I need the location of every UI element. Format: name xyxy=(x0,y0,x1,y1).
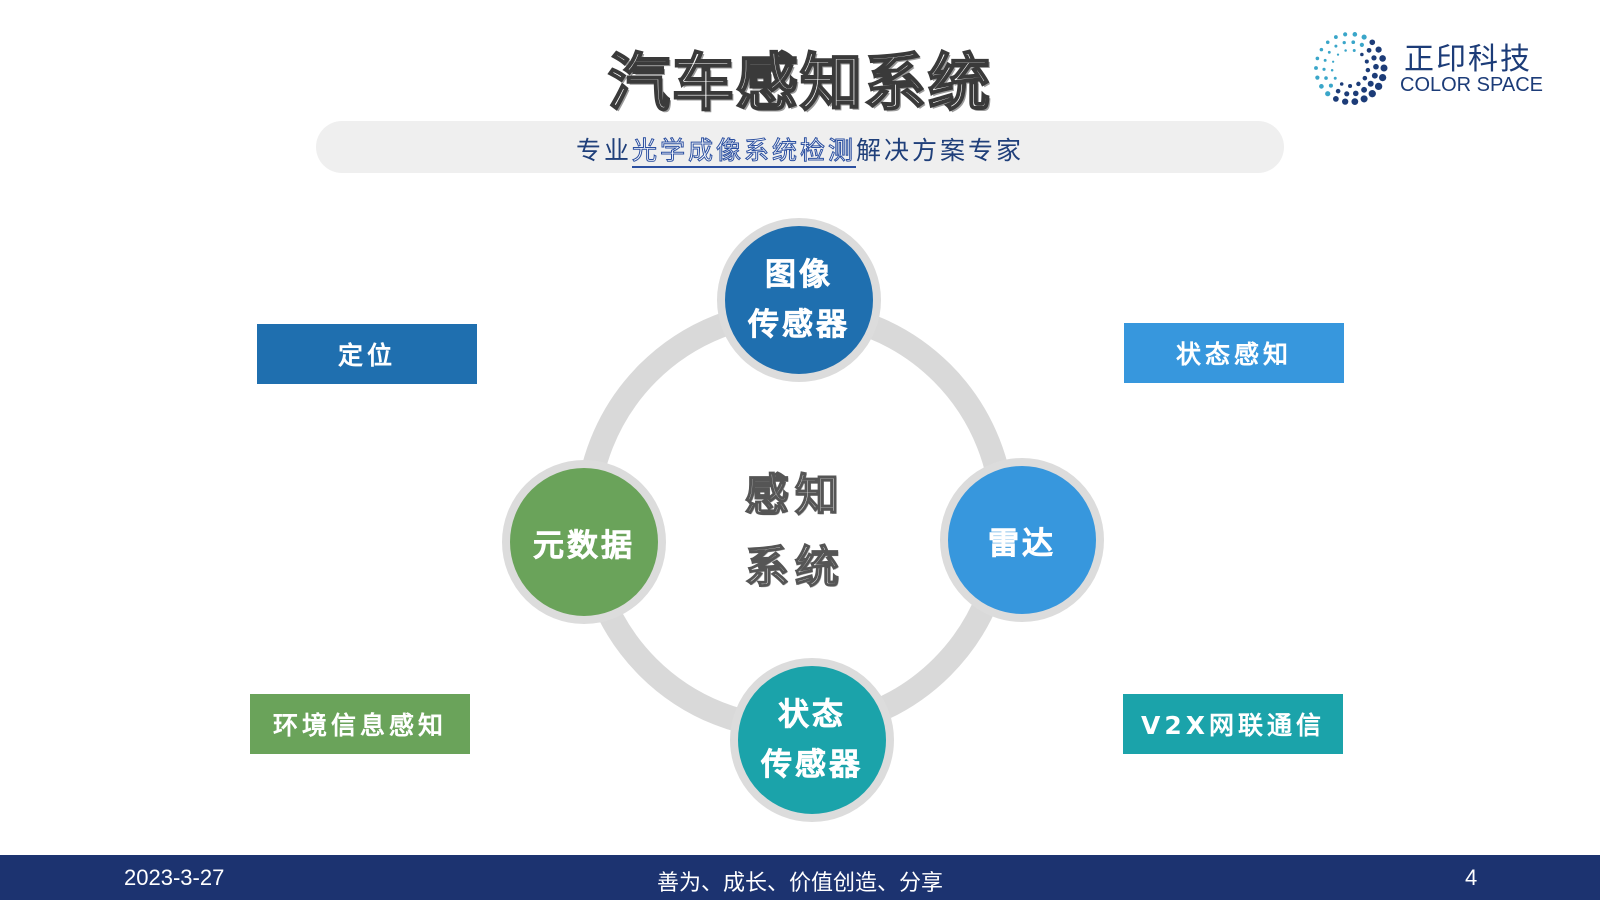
node-image-sensor: 图像 传感器 xyxy=(717,218,881,382)
logo-dot xyxy=(1380,64,1388,72)
node-radar-label: 雷达 xyxy=(988,525,1056,562)
box-v2x-communication: V2X网联通信 xyxy=(1123,694,1343,754)
node-state-sensor-line2: 传感器 xyxy=(761,747,863,784)
logo-english-name: COLOR SPACE xyxy=(1400,74,1543,96)
logo-dot xyxy=(1335,88,1341,94)
logo-dot xyxy=(1323,58,1327,62)
logo-dot xyxy=(1365,67,1371,73)
logo-dot xyxy=(1352,32,1358,37)
logo-dot xyxy=(1333,35,1338,39)
logo-dot xyxy=(1352,90,1359,97)
logo-dot xyxy=(1379,55,1386,62)
logo-dot xyxy=(1344,91,1350,97)
node-state-sensor-line1: 状态 xyxy=(778,697,846,734)
logo-dot xyxy=(1343,32,1348,37)
logo-dot xyxy=(1325,40,1330,45)
node-metadata: 元数据 xyxy=(502,460,666,624)
logo-dot xyxy=(1342,98,1349,105)
footer-bar: 2023-3-27 善为、成长、价值创造、分享 4 xyxy=(0,855,1600,900)
logo-dot xyxy=(1328,83,1333,88)
logo-dot xyxy=(1333,76,1337,80)
logo-dot xyxy=(1319,47,1324,52)
center-label-line2: 系统 xyxy=(744,541,845,594)
logo-dot xyxy=(1371,55,1377,61)
subtitle-highlight: 光学成像系统检测 xyxy=(631,136,856,168)
logo-dot xyxy=(1322,67,1326,71)
logo-dot xyxy=(1361,34,1367,40)
logo-dot xyxy=(1369,39,1376,46)
logo-dot xyxy=(1359,42,1364,47)
logo-dot xyxy=(1334,44,1338,48)
logo-dot xyxy=(1361,86,1368,93)
center-label-line1: 感知 xyxy=(744,469,845,522)
node-state-sensor: 状态 传感器 xyxy=(730,658,894,822)
logo-dot xyxy=(1360,52,1364,57)
node-metadata-label: 元数据 xyxy=(533,527,635,564)
logo-dot xyxy=(1325,91,1331,97)
logo-dot xyxy=(1324,76,1328,80)
logo-dot xyxy=(1351,98,1359,106)
subtitle-post: 解决方案专家 xyxy=(856,136,1025,165)
logo-dot xyxy=(1336,53,1340,56)
page-title: 汽车感知系统 xyxy=(607,45,992,120)
logo-dot xyxy=(1327,50,1331,54)
footer-motto: 善为、成长、价值创造、分享 xyxy=(656,871,943,896)
logo-dot xyxy=(1375,46,1382,53)
logo-dot xyxy=(1330,68,1334,72)
box-environment-perception: 环境信息感知 xyxy=(250,694,470,754)
logo-dot xyxy=(1339,82,1344,86)
center-label: 感知 系统 xyxy=(700,460,890,604)
subtitle: 专业光学成像系统检测解决方案专家 xyxy=(316,131,1284,168)
logo-dot xyxy=(1333,96,1339,102)
node-image-sensor-line1: 图像 xyxy=(765,257,833,294)
subtitle-bar: 专业光学成像系统检测解决方案专家 xyxy=(316,121,1284,173)
company-logo: 正印科技 COLOR SPACE xyxy=(1312,30,1552,106)
logo-dot xyxy=(1367,80,1374,87)
logo-dot xyxy=(1351,40,1356,45)
dot-circle-logo-icon xyxy=(1314,32,1388,106)
node-radar: 雷达 xyxy=(940,458,1104,622)
logo-dot xyxy=(1362,75,1368,81)
logo-dot xyxy=(1344,49,1347,52)
logo-dot xyxy=(1342,41,1346,45)
box-state-perception: 状态感知 xyxy=(1124,323,1344,383)
subtitle-pre: 专业 xyxy=(575,136,632,165)
box-positioning: 定位 xyxy=(257,324,477,384)
footer-date: 2023-3-27 xyxy=(124,865,225,890)
logo-dot xyxy=(1374,82,1383,91)
logo-dot xyxy=(1315,75,1320,80)
logo-dot xyxy=(1314,66,1318,70)
node-image-sensor-line2: 传感器 xyxy=(748,307,850,344)
page-number: 4 xyxy=(1465,865,1478,890)
logo-dot xyxy=(1373,63,1379,70)
logo-dot xyxy=(1348,83,1353,89)
logo-dot xyxy=(1366,47,1372,53)
logo-dot xyxy=(1319,84,1324,89)
logo-dot xyxy=(1360,95,1368,103)
logo-dot xyxy=(1364,59,1369,64)
logo-dot xyxy=(1332,60,1335,63)
logo-chinese-name: 正印科技 xyxy=(1404,42,1532,77)
logo-dot xyxy=(1378,73,1387,82)
logo-dot xyxy=(1356,81,1361,87)
logo-dot xyxy=(1371,72,1378,79)
logo-dot xyxy=(1315,56,1320,61)
logo-dot xyxy=(1352,49,1356,52)
logo-dot xyxy=(1368,90,1376,98)
